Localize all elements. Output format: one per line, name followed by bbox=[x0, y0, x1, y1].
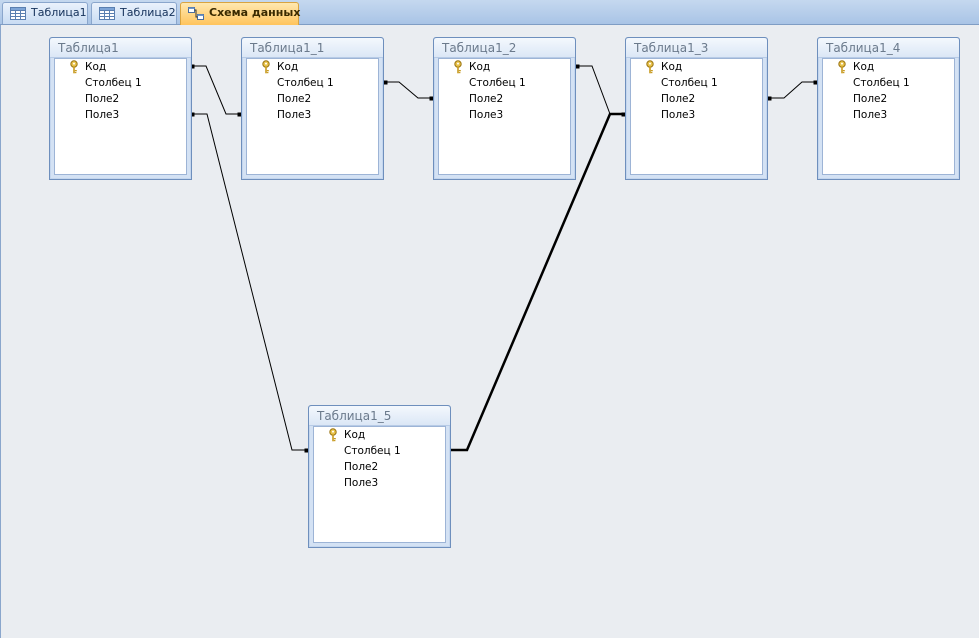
table-title[interactable]: Таблица1_4 bbox=[818, 38, 959, 58]
table-title[interactable]: Таблица1_5 bbox=[309, 406, 450, 426]
tab-label: Таблица2 bbox=[120, 6, 176, 19]
field-row[interactable]: Поле3 bbox=[247, 107, 378, 123]
field-row[interactable]: Столбец 1 bbox=[314, 443, 445, 459]
table-box-table1[interactable]: Таблица1 Код Столбец 1 Поле2 Поле3 bbox=[49, 37, 192, 180]
tab-table1[interactable]: Таблица1 bbox=[2, 2, 88, 24]
primary-key-icon bbox=[454, 60, 462, 74]
table-title[interactable]: Таблица1_3 bbox=[626, 38, 767, 58]
table-box-table1-3[interactable]: Таблица1_3 Код Столбец 1 Поле2 Поле3 bbox=[625, 37, 768, 180]
tab-relationships[interactable]: Схема данных bbox=[180, 2, 301, 25]
field-row[interactable]: Столбец 1 bbox=[247, 75, 378, 91]
relationship-line[interactable] bbox=[575, 64, 626, 117]
field-name: Код bbox=[661, 61, 683, 73]
field-name: Код bbox=[853, 61, 875, 73]
field-row[interactable]: Код bbox=[314, 427, 445, 443]
table-title[interactable]: Таблица1_2 bbox=[434, 38, 575, 58]
field-name: Столбец 1 bbox=[277, 77, 334, 89]
tab-label: Схема данных bbox=[209, 6, 301, 19]
table-box-table1-5[interactable]: Таблица1_5 Код Столбец 1 Поле2 Поле3 bbox=[308, 405, 451, 548]
field-row[interactable]: Поле2 bbox=[439, 91, 570, 107]
field-row[interactable]: Поле3 bbox=[314, 475, 445, 491]
field-list[interactable]: Код Столбец 1 Поле2 Поле3 bbox=[54, 58, 187, 175]
field-list[interactable]: Код Столбец 1 Поле2 Поле3 bbox=[822, 58, 955, 175]
field-row[interactable]: Поле2 bbox=[247, 91, 378, 107]
field-row[interactable]: Столбец 1 bbox=[823, 75, 954, 91]
field-row[interactable]: Код bbox=[55, 59, 186, 75]
field-name: Поле3 bbox=[853, 109, 888, 121]
field-row[interactable]: Код bbox=[631, 59, 762, 75]
field-name: Код bbox=[344, 429, 366, 441]
field-row[interactable]: Поле3 bbox=[439, 107, 570, 123]
field-name: Столбец 1 bbox=[344, 445, 401, 457]
field-name: Столбец 1 bbox=[661, 77, 718, 89]
field-name: Поле2 bbox=[853, 93, 888, 105]
field-list[interactable]: Код Столбец 1 Поле2 Поле3 bbox=[630, 58, 763, 175]
field-row[interactable]: Поле2 bbox=[823, 91, 954, 107]
field-row[interactable]: Код bbox=[823, 59, 954, 75]
field-row[interactable]: Код bbox=[247, 59, 378, 75]
table-box-table1-4[interactable]: Таблица1_4 Код Столбец 1 Поле2 Поле3 bbox=[817, 37, 960, 180]
field-name: Код bbox=[85, 61, 107, 73]
primary-key-icon bbox=[838, 60, 846, 74]
field-row[interactable]: Поле3 bbox=[823, 107, 954, 123]
field-name: Поле3 bbox=[469, 109, 504, 121]
field-name: Поле3 bbox=[344, 477, 379, 489]
primary-key-icon bbox=[646, 60, 654, 74]
field-name: Поле2 bbox=[277, 93, 312, 105]
table-icon bbox=[99, 7, 115, 20]
field-row[interactable]: Столбец 1 bbox=[55, 75, 186, 91]
field-row[interactable]: Поле3 bbox=[55, 107, 186, 123]
relationship-line[interactable] bbox=[767, 80, 818, 101]
field-name: Поле2 bbox=[344, 461, 379, 473]
relationship-lines bbox=[190, 64, 818, 453]
relationships-icon bbox=[188, 7, 204, 20]
tab-label: Таблица1 bbox=[31, 6, 87, 19]
relationship-line[interactable] bbox=[190, 64, 242, 117]
field-name: Поле2 bbox=[469, 93, 504, 105]
primary-key-icon bbox=[262, 60, 270, 74]
table-icon bbox=[10, 7, 26, 20]
field-name: Поле3 bbox=[85, 109, 120, 121]
field-name: Поле3 bbox=[277, 109, 312, 121]
relationship-line[interactable] bbox=[383, 80, 434, 101]
field-row[interactable]: Поле3 bbox=[631, 107, 762, 123]
document-tab-bar: Таблица1 Таблица2 Схема данных bbox=[0, 0, 979, 25]
field-name: Поле2 bbox=[661, 93, 696, 105]
field-row[interactable]: Поле2 bbox=[631, 91, 762, 107]
field-row[interactable]: Поле2 bbox=[314, 459, 445, 475]
primary-key-icon bbox=[70, 60, 78, 74]
primary-key-icon bbox=[329, 428, 337, 442]
relationship-line[interactable] bbox=[190, 112, 309, 453]
field-row[interactable]: Столбец 1 bbox=[631, 75, 762, 91]
relationship-line-selected[interactable] bbox=[451, 112, 625, 452]
field-name: Поле2 bbox=[85, 93, 120, 105]
field-list[interactable]: Код Столбец 1 Поле2 Поле3 bbox=[313, 426, 446, 543]
field-name: Столбец 1 bbox=[85, 77, 142, 89]
field-list[interactable]: Код Столбец 1 Поле2 Поле3 bbox=[246, 58, 379, 175]
tab-table2[interactable]: Таблица2 bbox=[91, 2, 177, 24]
field-name: Поле3 bbox=[661, 109, 696, 121]
field-name: Столбец 1 bbox=[853, 77, 910, 89]
table-box-table1-1[interactable]: Таблица1_1 Код Столбец 1 Поле2 Поле3 bbox=[241, 37, 384, 180]
field-name: Столбец 1 bbox=[469, 77, 526, 89]
field-name: Код bbox=[469, 61, 491, 73]
table-box-table1-2[interactable]: Таблица1_2 Код Столбец 1 Поле2 Поле3 bbox=[433, 37, 576, 180]
field-row[interactable]: Поле2 bbox=[55, 91, 186, 107]
field-row[interactable]: Код bbox=[439, 59, 570, 75]
table-title[interactable]: Таблица1 bbox=[50, 38, 191, 58]
field-list[interactable]: Код Столбец 1 Поле2 Поле3 bbox=[438, 58, 571, 175]
table-title[interactable]: Таблица1_1 bbox=[242, 38, 383, 58]
relationships-canvas[interactable]: Таблица1 Код Столбец 1 Поле2 Поле3 Табли… bbox=[0, 25, 979, 638]
field-row[interactable]: Столбец 1 bbox=[439, 75, 570, 91]
field-name: Код bbox=[277, 61, 299, 73]
